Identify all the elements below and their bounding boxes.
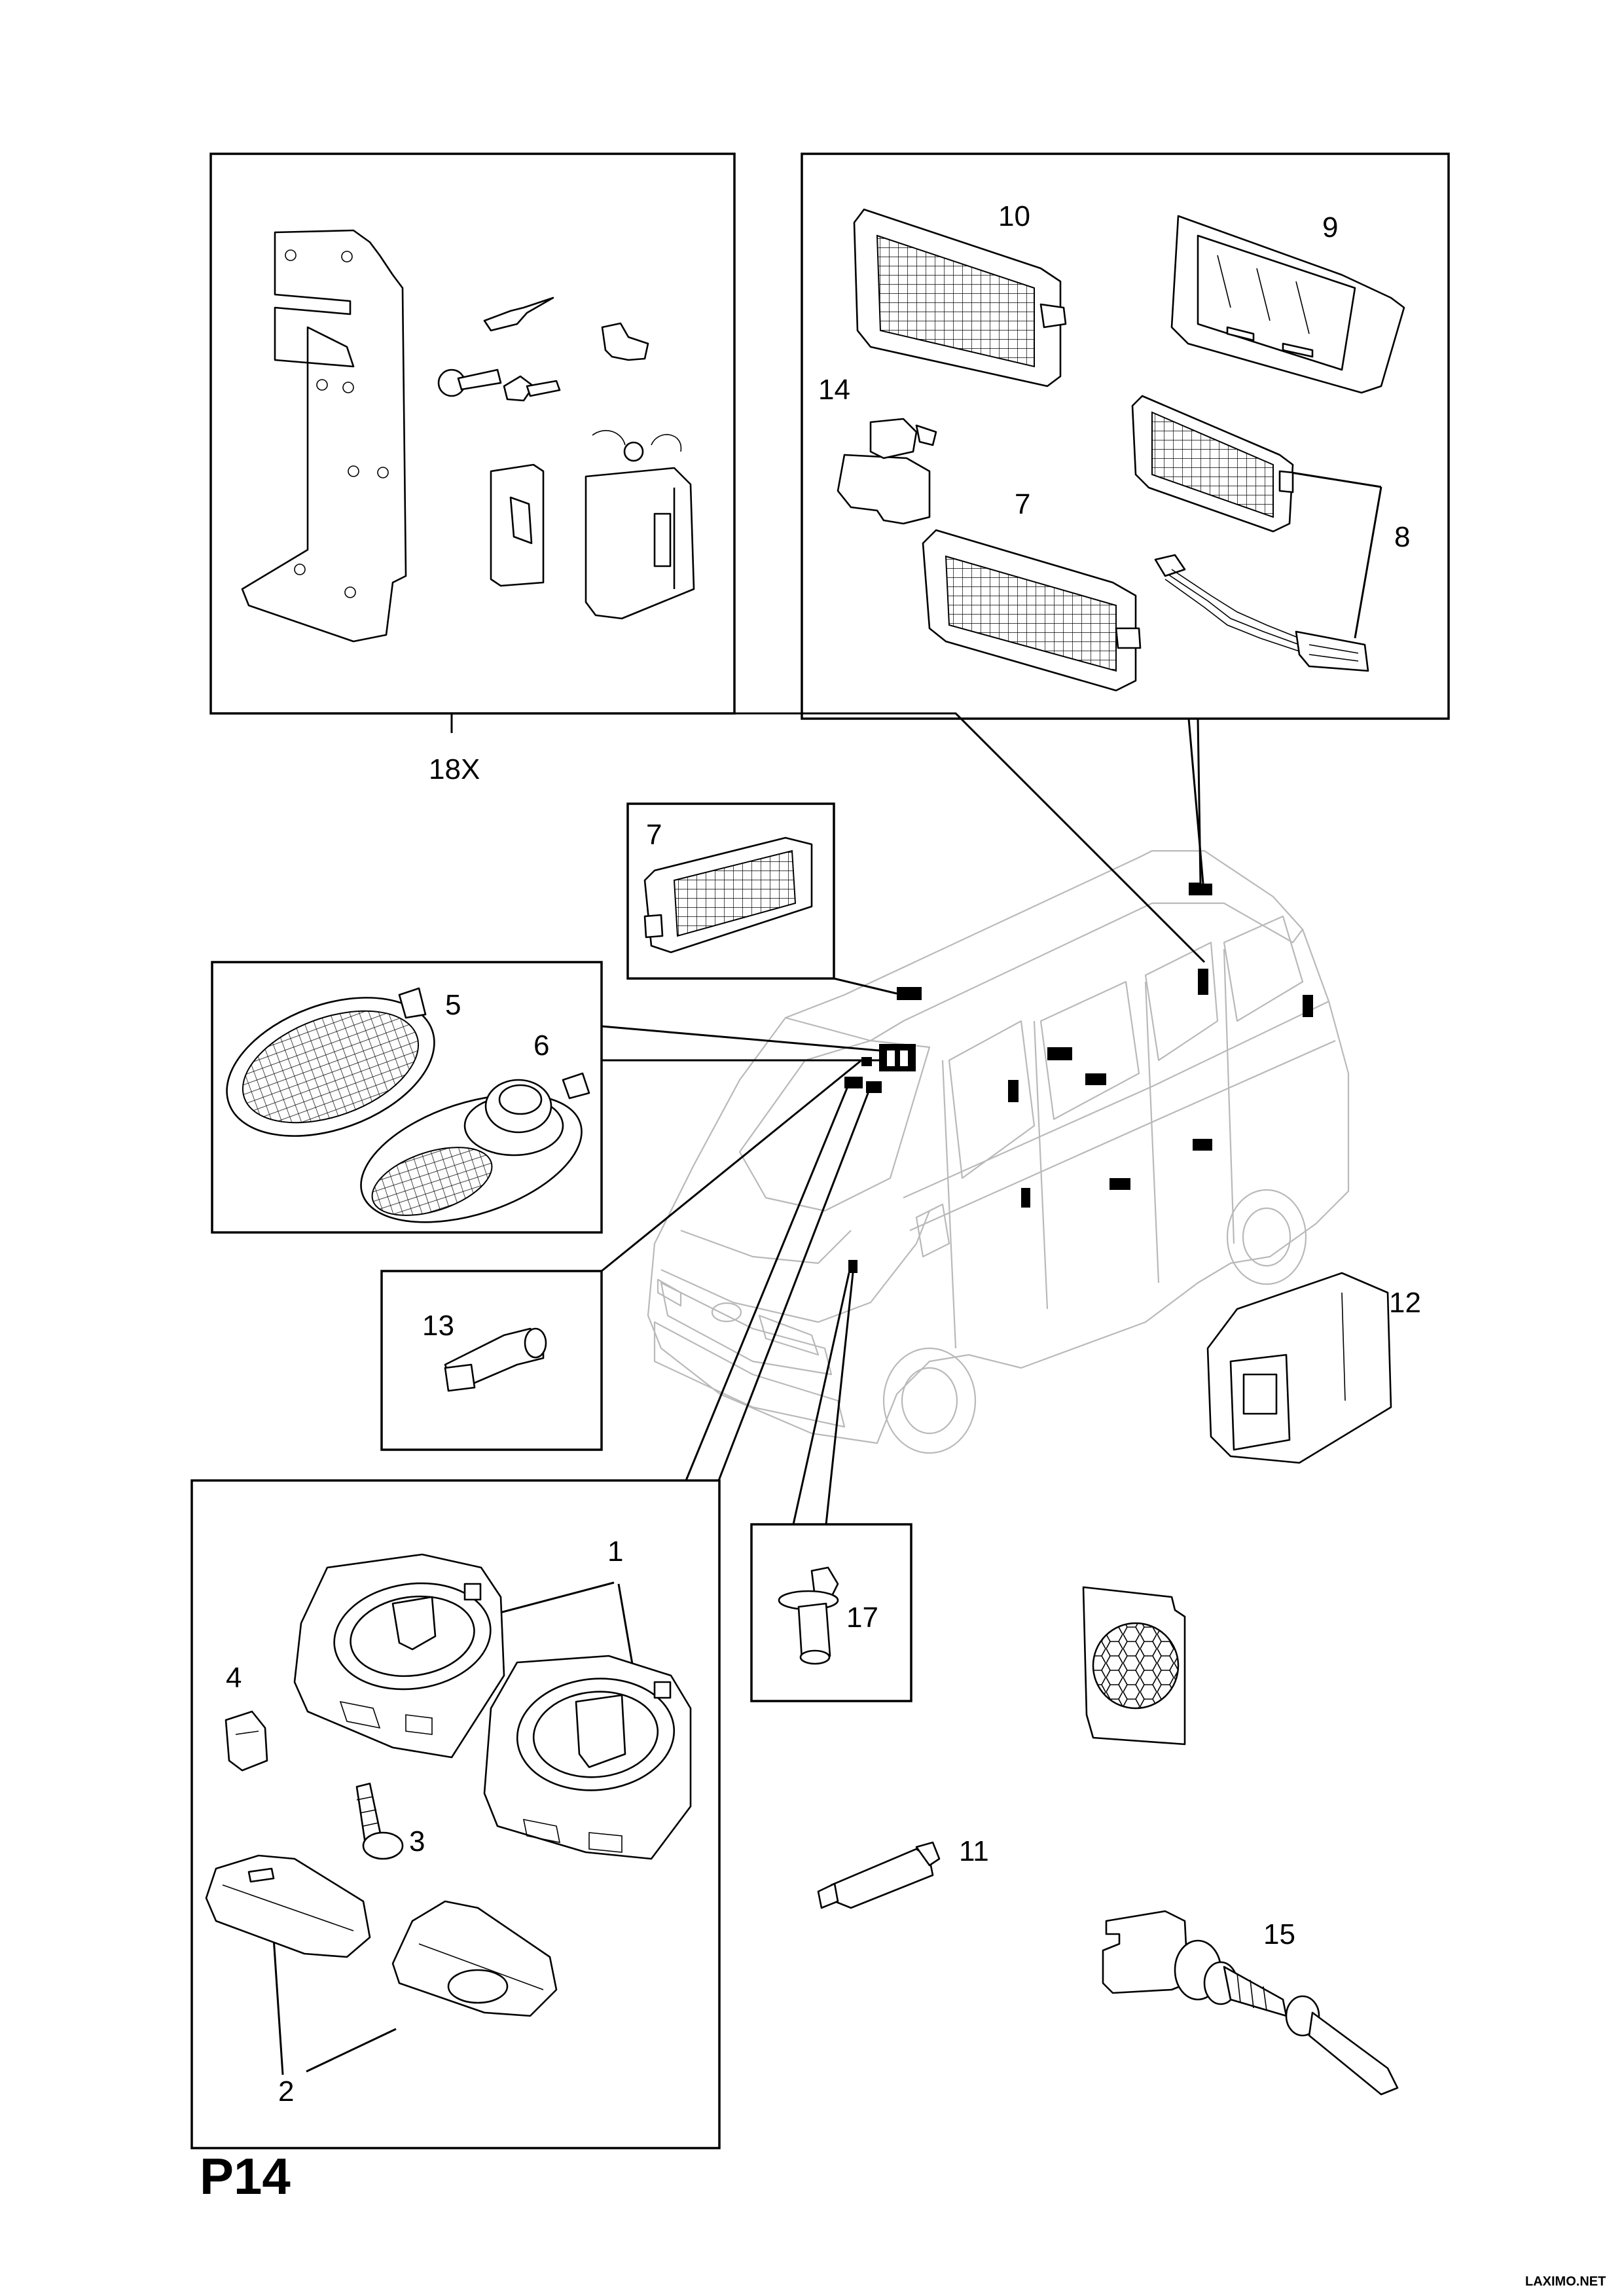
callout-14: 14	[818, 374, 850, 406]
part-9-lamp-housing	[1170, 215, 1405, 394]
part-2-cover-b	[391, 1900, 558, 2017]
group-box-7-small	[626, 802, 835, 980]
callout-5: 5	[445, 989, 461, 1021]
part-6-lamp	[360, 1072, 590, 1223]
part-1-lamp-base-b	[483, 1655, 692, 1860]
group-box-16	[209, 152, 736, 715]
location-markers	[844, 884, 1313, 1273]
group-box-13	[380, 1270, 603, 1451]
part-12-socket	[1206, 1272, 1392, 1464]
part-7-lamp-small	[643, 836, 813, 954]
callout-17: 17	[846, 1602, 878, 1634]
part-3-screw	[355, 1782, 404, 1860]
callout-11: 11	[959, 1835, 989, 1867]
group-box-1-4	[190, 1479, 721, 2149]
callout-7b: 7	[646, 819, 662, 851]
part-7-lamp	[922, 529, 1142, 692]
part-2-cover-a	[205, 1854, 371, 1958]
group-box-5-6	[211, 961, 603, 1234]
part-1-lamp-base-a	[293, 1553, 505, 1759]
van-illustration	[647, 850, 1350, 1454]
part-11-bulb	[817, 1841, 941, 1909]
group-box-7-14	[801, 152, 1450, 720]
part-4-clip	[225, 1710, 268, 1772]
footer-brand: LAXIMO.NET	[1525, 2274, 1606, 2289]
callout-13: 13	[422, 1310, 454, 1342]
group-box-17	[750, 1523, 912, 1702]
leader-lines	[272, 470, 1382, 2075]
page-code: P14	[200, 2147, 291, 2205]
part-8-lamp	[1131, 395, 1294, 533]
part-10-lamp	[853, 208, 1067, 387]
callout-12: 12	[1389, 1287, 1421, 1319]
callout-labels: 18X 10 9 14 7 8 7 5 6 13 12 1 4 17 3 11 …	[226, 200, 1421, 2108]
part-16-bracket-kit	[241, 229, 695, 643]
callout-15: 15	[1263, 1918, 1295, 1950]
part-18x-grille	[1082, 1586, 1186, 1746]
callout-2: 2	[278, 2075, 294, 2108]
part-8-harness	[1154, 554, 1369, 672]
part-15-switch	[1102, 1910, 1399, 2096]
part-14-switch	[837, 418, 937, 525]
callout-4: 4	[226, 1662, 242, 1694]
part-13-bulb	[444, 1327, 547, 1392]
callout-16: 18X	[429, 753, 480, 785]
callout-3: 3	[409, 1825, 425, 1857]
callout-6: 6	[533, 1030, 549, 1062]
callout-10: 10	[998, 200, 1030, 232]
callout-8: 8	[1394, 521, 1410, 553]
callout-9: 9	[1322, 211, 1338, 243]
part-5-lens	[226, 987, 435, 1137]
callout-7a: 7	[1015, 488, 1030, 520]
callout-1: 1	[607, 1535, 623, 1568]
part-17-plug	[778, 1566, 839, 1665]
